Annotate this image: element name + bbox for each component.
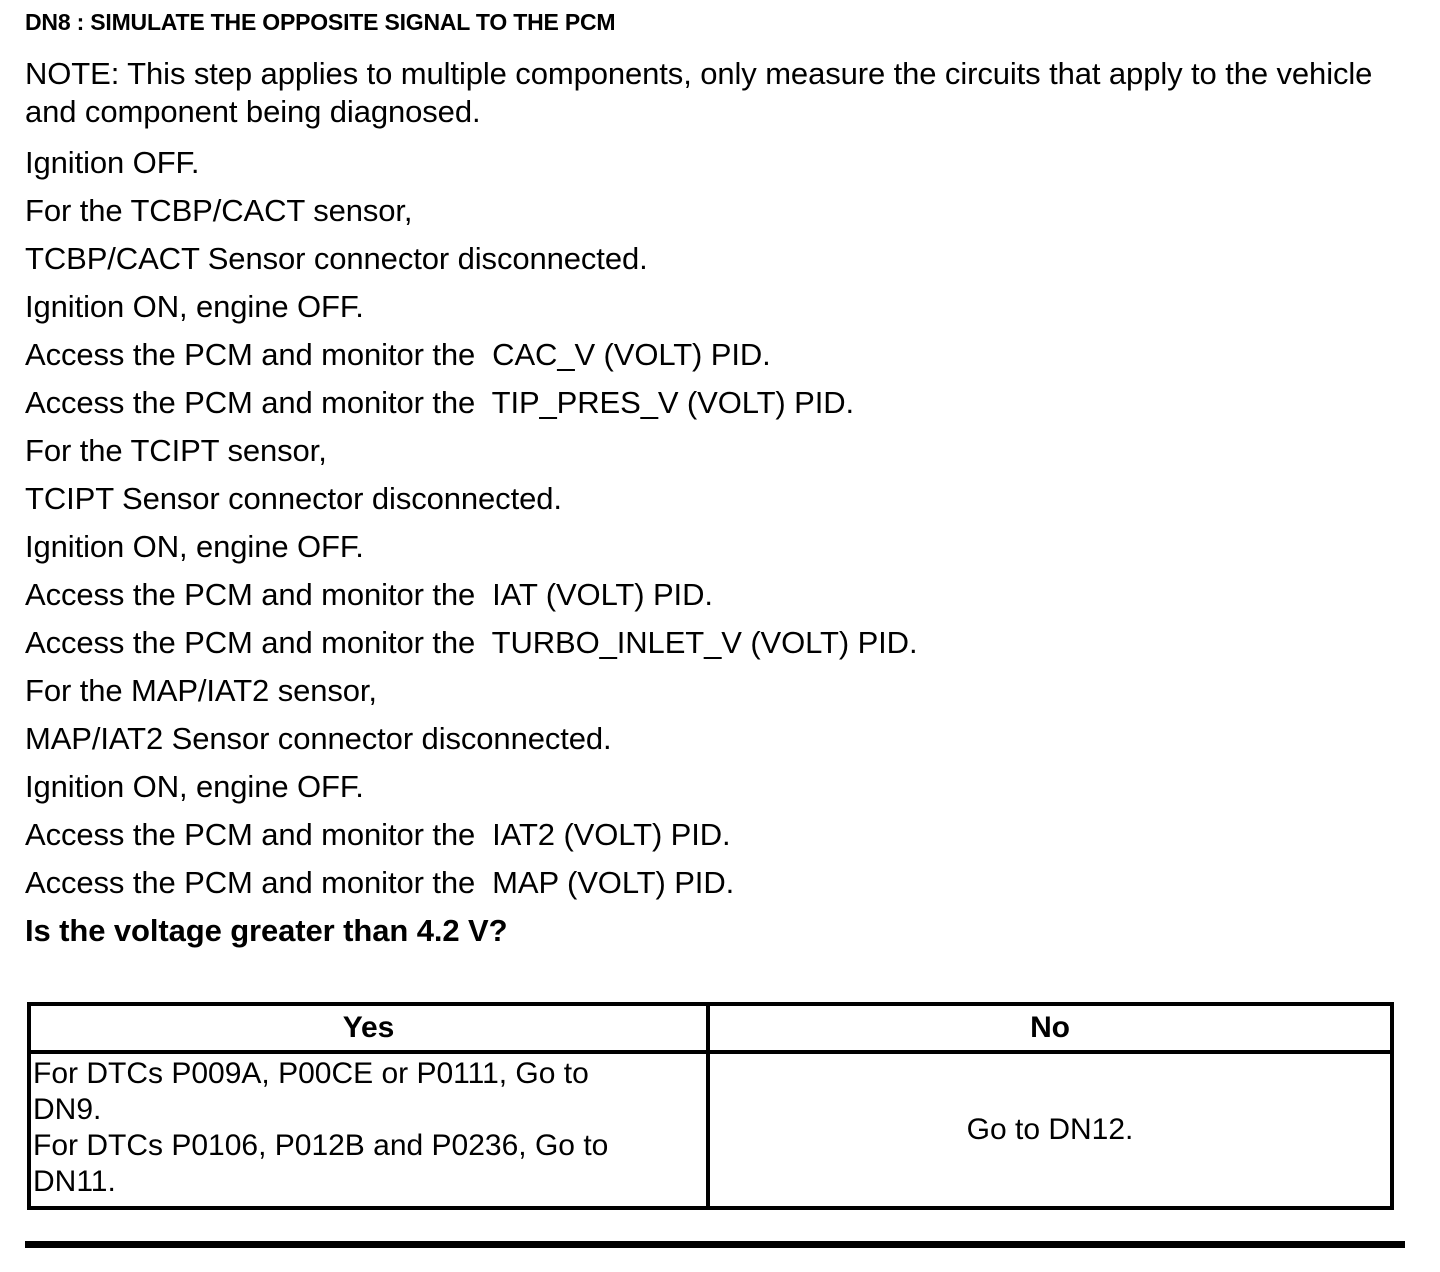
step-line: Access the PCM and monitor the MAP (VOLT… [25, 865, 735, 900]
cell-yes-actions: For DTCs P009A, P00CE or P0111, Go to DN… [27, 1050, 710, 1210]
step-line: MAP/IAT2 Sensor connector disconnected. [25, 721, 612, 756]
step-line: Access the PCM and monitor the CAC_V (VO… [25, 337, 771, 372]
step-line: TCBP/CACT Sensor connector disconnected. [25, 241, 648, 276]
step-line: Ignition ON, engine OFF. [25, 529, 364, 564]
note-text: NOTE: This step applies to multiple comp… [25, 56, 1381, 129]
yes-action-line: For DTCs P009A, P00CE or P0111, Go to [33, 1057, 589, 1090]
cell-no-action: Go to DN12. [706, 1050, 1394, 1210]
yes-action-line: DN11. [33, 1165, 116, 1198]
section-divider-rule [25, 1241, 1405, 1248]
step-line: Access the PCM and monitor the IAT (VOLT… [25, 577, 713, 612]
table-row: For DTCs P009A, P00CE or P0111, Go to DN… [27, 1050, 1394, 1210]
column-header-no: No [706, 1002, 1394, 1054]
step-line: For the MAP/IAT2 sensor, [25, 673, 377, 708]
step-line: Access the PCM and monitor the TIP_PRES_… [25, 385, 855, 420]
step-line: Ignition ON, engine OFF. [25, 289, 364, 324]
step-line: For the TCIPT sensor, [25, 433, 327, 468]
step-line: Ignition OFF. [25, 145, 200, 180]
step-line: Access the PCM and monitor the IAT2 (VOL… [25, 817, 731, 852]
decision-question: Is the voltage greater than 4.2 V? [25, 913, 508, 948]
yes-action-line: DN9. [33, 1093, 102, 1126]
step-line: For the TCBP/CACT sensor, [25, 193, 413, 228]
step-line: TCIPT Sensor connector disconnected. [25, 481, 562, 516]
decision-table: Yes No For DTCs P009A, P00CE or P0111, G… [27, 1002, 1394, 1210]
step-body: NOTE: This step applies to multiple comp… [25, 55, 1405, 955]
table-header-row: Yes No [27, 1002, 1394, 1054]
page-title: DN8 : SIMULATE THE OPPOSITE SIGNAL TO TH… [25, 9, 616, 35]
step-line: Ignition ON, engine OFF. [25, 769, 364, 804]
yes-action-line: For DTCs P0106, P012B and P0236, Go to [33, 1129, 609, 1162]
step-line: Access the PCM and monitor the TURBO_INL… [25, 625, 918, 660]
column-header-yes: Yes [27, 1002, 710, 1054]
